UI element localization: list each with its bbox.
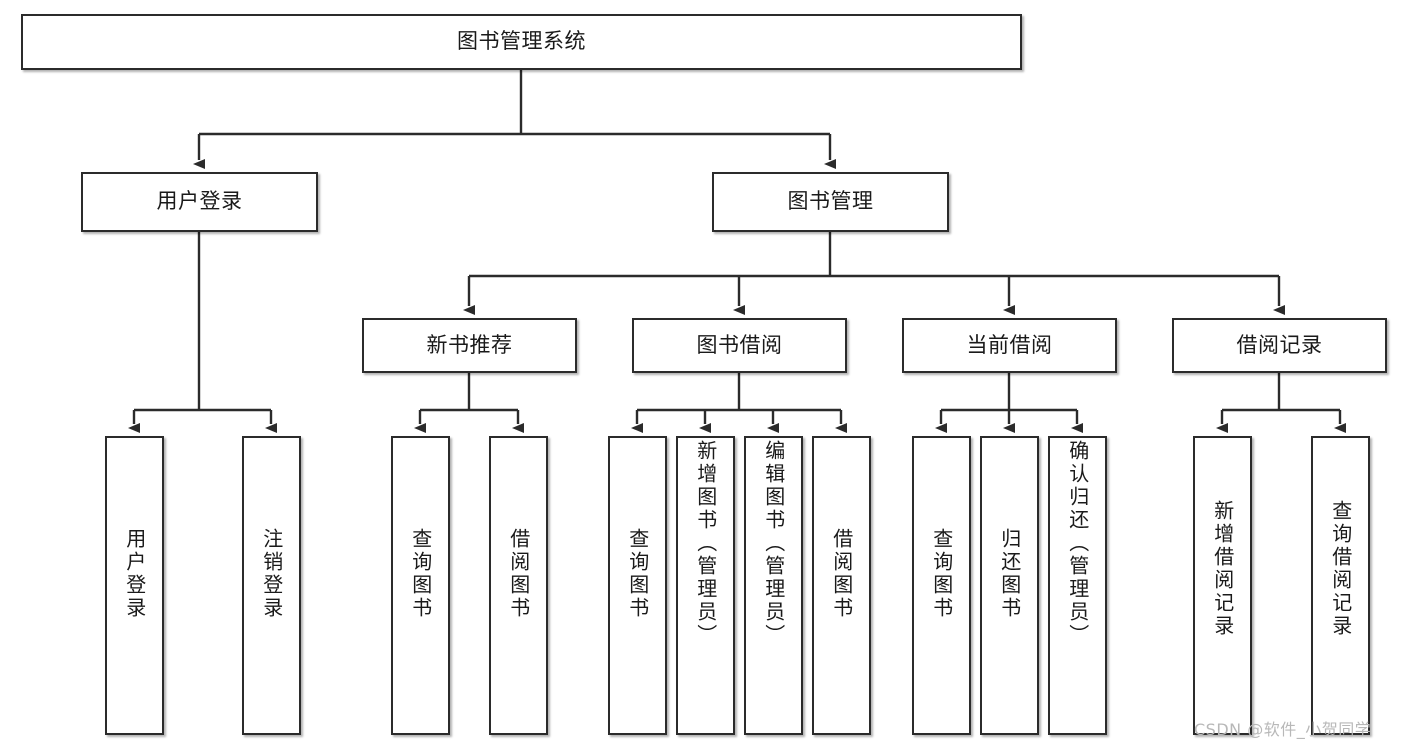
node-label: 借阅图书 bbox=[506, 528, 531, 620]
node-label: 查询图书 bbox=[408, 528, 433, 620]
leaf-book-borrow-query-book[interactable]: 查询图书 bbox=[608, 436, 667, 735]
node-user-login[interactable]: 用户登录 bbox=[81, 172, 318, 232]
leaf-new-book-query-book[interactable]: 查询图书 bbox=[391, 436, 450, 735]
leaf-current-borrow-confirm-return-admin[interactable]: 确认归还（管理员） bbox=[1048, 436, 1107, 735]
node-root-book-management-system[interactable]: 图书管理系统 bbox=[21, 14, 1022, 70]
node-book-management[interactable]: 图书管理 bbox=[712, 172, 949, 232]
node-label: 归还图书 bbox=[997, 528, 1022, 620]
leaf-user-login-logout[interactable]: 注销登录 bbox=[242, 436, 301, 735]
leaf-user-login-do-login[interactable]: 用户登录 bbox=[105, 436, 164, 735]
node-label: 借阅图书 bbox=[829, 528, 854, 620]
node-label: 图书管理 bbox=[787, 189, 874, 214]
node-label: 注销登录 bbox=[259, 528, 284, 620]
node-label: 用户登录 bbox=[122, 528, 147, 620]
leaf-book-borrow-edit-book-admin[interactable]: 编辑图书（管理员） bbox=[744, 436, 803, 735]
node-new-book-recommend[interactable]: 新书推荐 bbox=[362, 318, 577, 373]
node-book-borrow[interactable]: 图书借阅 bbox=[632, 318, 847, 373]
leaf-borrow-record-add-record[interactable]: 新增借阅记录 bbox=[1193, 436, 1252, 735]
leaf-book-borrow-borrow-book[interactable]: 借阅图书 bbox=[812, 436, 871, 735]
leaf-current-borrow-return-book[interactable]: 归还图书 bbox=[980, 436, 1039, 735]
node-label: 新书推荐 bbox=[426, 332, 513, 357]
leaf-new-book-borrow-book[interactable]: 借阅图书 bbox=[489, 436, 548, 735]
leaf-book-borrow-add-book-admin[interactable]: 新增图书（管理员） bbox=[676, 436, 735, 735]
node-label: 借阅记录 bbox=[1236, 332, 1323, 357]
node-label: 查询图书 bbox=[929, 528, 954, 620]
node-current-borrow[interactable]: 当前借阅 bbox=[902, 318, 1117, 373]
node-borrow-record[interactable]: 借阅记录 bbox=[1172, 318, 1387, 373]
node-label: 当前借阅 bbox=[966, 332, 1053, 357]
node-label: 确认归还（管理员） bbox=[1065, 440, 1090, 647]
node-label: 图书管理系统 bbox=[457, 29, 586, 54]
node-label: 新增借阅记录 bbox=[1210, 500, 1235, 638]
leaf-current-borrow-query-book[interactable]: 查询图书 bbox=[912, 436, 971, 735]
node-label: 查询图书 bbox=[625, 528, 650, 620]
node-label: 编辑图书（管理员） bbox=[761, 440, 786, 647]
node-label: 查询借阅记录 bbox=[1328, 500, 1353, 638]
csdn-watermark: CSDN @软件_小贺同学 bbox=[1194, 720, 1372, 739]
node-label: 新增图书（管理员） bbox=[693, 440, 718, 647]
node-label: 用户登录 bbox=[156, 189, 243, 214]
leaf-borrow-record-query-record[interactable]: 查询借阅记录 bbox=[1311, 436, 1370, 735]
node-label: 图书借阅 bbox=[696, 332, 783, 357]
